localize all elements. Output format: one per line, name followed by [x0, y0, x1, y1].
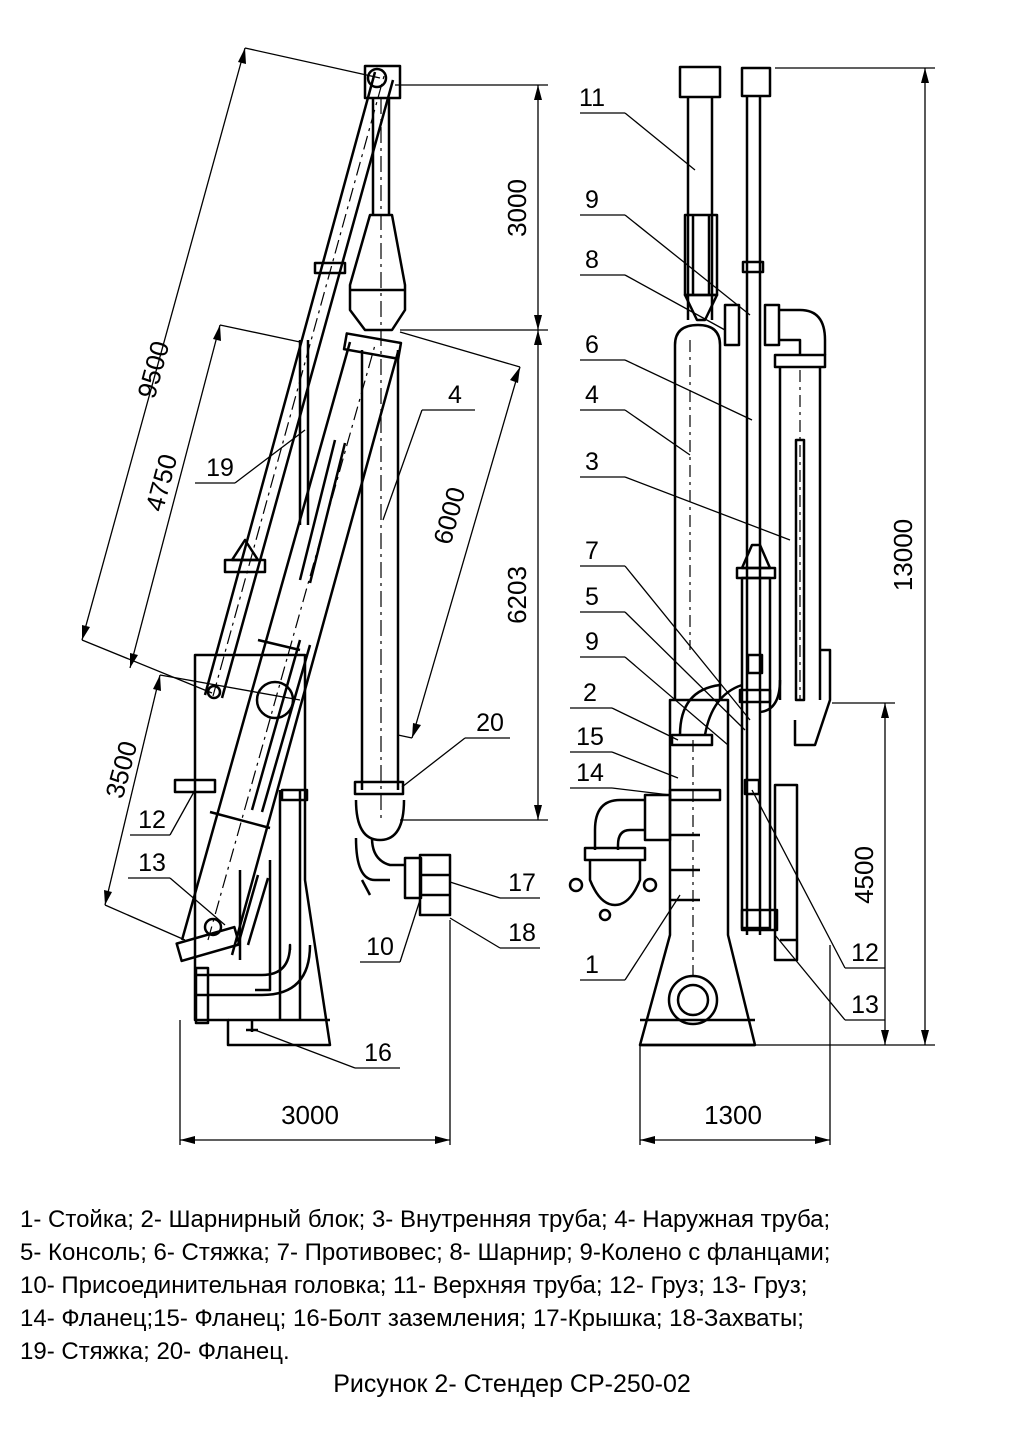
callout-10-left: 10	[366, 933, 394, 961]
callout-16-left: 16	[364, 1039, 392, 1067]
legend: 1- Стойка; 2- Шарнирный блок; 3- Внутрен…	[20, 1203, 1020, 1368]
callout-3-right: 3	[585, 448, 599, 476]
right-column	[638, 698, 757, 1047]
dim-4500: 4500	[849, 846, 879, 904]
callout-12-left: 12	[138, 806, 166, 834]
callout-9-right-top: 9	[585, 186, 599, 214]
dim-3500: 3500	[99, 738, 143, 802]
right-view	[568, 65, 832, 1047]
right-counterweight	[735, 543, 799, 962]
right-side-fitting	[568, 793, 672, 922]
callout-5-right: 5	[585, 583, 599, 611]
dim-3000-vertical: 3000	[502, 179, 532, 237]
callout-15-right: 15	[576, 723, 604, 751]
legend-line: 14- Фланец;15- Фланец; 16-Болт заземлени…	[20, 1305, 804, 1332]
callout-8-right: 8	[585, 246, 599, 274]
engineering-drawing: 9500 4750 3000 6000 6203 3500 3000 13000…	[81, 47, 935, 1145]
dim-13000: 13000	[888, 519, 918, 591]
left-vertical-pipe	[348, 213, 452, 917]
dimension-arrows	[82, 48, 929, 1144]
leader-lines	[128, 112, 885, 1069]
callout-2-right: 2	[583, 679, 597, 707]
legend-line: 19- Стяжка; 20- Фланец.	[20, 1338, 290, 1365]
right-elbow-and-inner-pipe	[723, 303, 832, 747]
callout-4-right: 4	[585, 381, 599, 409]
legend-line: 1- Стойка; 2- Шарнирный блок; 3- Внутрен…	[20, 1206, 831, 1233]
dim-9500: 9500	[131, 338, 175, 402]
figure-caption: Рисунок 2- Стендер СР-250-02	[333, 1370, 691, 1398]
left-base	[173, 653, 332, 1047]
left-inclined-rod	[203, 71, 395, 700]
callout-9-right-bottom: 9	[585, 628, 599, 656]
callout-17-left: 17	[508, 869, 536, 897]
callout-1-right: 1	[585, 951, 599, 979]
dim-6203: 6203	[502, 566, 532, 624]
dim-3000-horizontal: 3000	[281, 1100, 339, 1130]
callout-6-right: 6	[585, 331, 599, 359]
left-top-bracket	[363, 64, 402, 820]
dim-1300: 1300	[704, 1100, 762, 1130]
dim-6000: 6000	[427, 484, 471, 548]
callout-7-right: 7	[585, 537, 599, 565]
callout-12-right: 12	[851, 939, 879, 967]
callout-11-right: 11	[579, 84, 605, 112]
dim-4750: 4750	[139, 451, 183, 515]
left-inclined-boom	[175, 332, 403, 963]
callout-20-left: 20	[476, 709, 504, 737]
legend-line: 5- Консоль; 6- Стяжка; 7- Противовес; 8-…	[20, 1239, 831, 1266]
callout-13-left: 13	[138, 849, 166, 877]
callout-4-left: 4	[448, 381, 462, 409]
callout-14-right: 14	[576, 759, 604, 787]
callout-19-left: 19	[206, 454, 234, 482]
right-top-pipe	[678, 65, 772, 935]
legend-line: 10- Присоединительная головка; 11- Верхн…	[20, 1272, 808, 1299]
left-view	[173, 64, 452, 1047]
callout-labels: 4 19 20 12 13 10 17 18 16 11 9 8 6 4 3 7…	[138, 84, 879, 1067]
dimension-lines	[81, 47, 935, 1145]
callout-13-right: 13	[851, 991, 879, 1019]
callout-18-left: 18	[508, 919, 536, 947]
